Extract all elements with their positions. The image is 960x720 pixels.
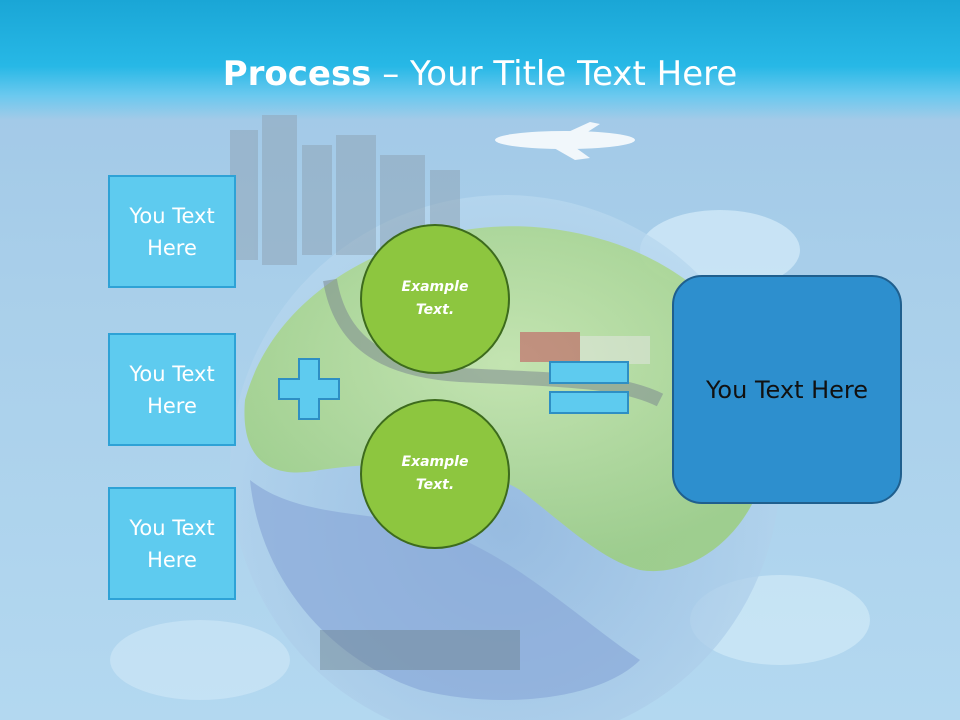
equals-icon [549, 361, 629, 414]
left-text-box-label: You Text Here [129, 515, 215, 572]
slide-title: Process – Your Title Text Here [0, 52, 960, 96]
example-circle-1: Example Text. [360, 224, 510, 374]
plus-icon [278, 358, 340, 420]
circle-label: Example Text. [401, 279, 469, 318]
left-text-box-label: You Text Here [129, 361, 215, 418]
left-text-box-3: You Text Here [108, 487, 236, 600]
left-text-box-1: You Text Here [108, 175, 236, 288]
title-rest: – Your Title Text Here [371, 54, 738, 94]
example-circle-2: Example Text. [360, 399, 510, 549]
result-text-box: You Text Here [672, 275, 902, 504]
circle-label: Example Text. [401, 454, 469, 493]
left-text-box-label: You Text Here [129, 203, 215, 260]
title-bar [0, 0, 960, 120]
left-text-box-2: You Text Here [108, 333, 236, 446]
title-bold: Process [222, 54, 372, 94]
result-label: You Text Here [705, 375, 869, 404]
